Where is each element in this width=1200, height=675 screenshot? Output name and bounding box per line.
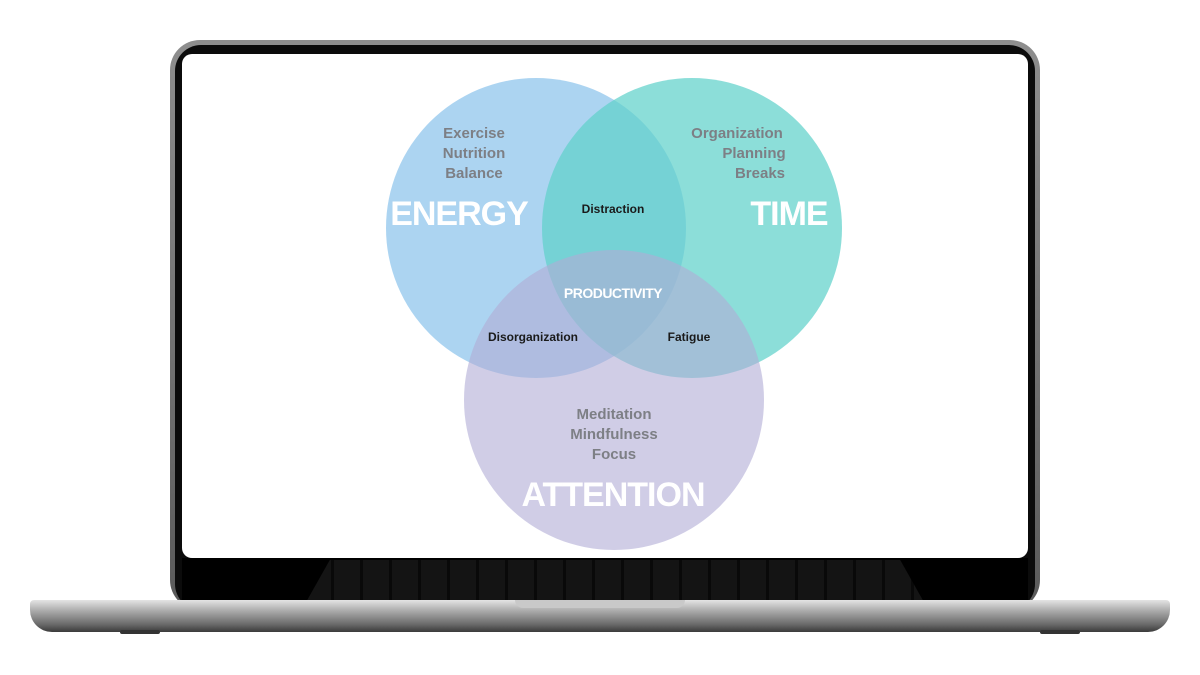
energy-title: ENERGY xyxy=(390,195,529,233)
attention-circle xyxy=(464,250,764,550)
laptop-foot-right xyxy=(1040,630,1080,634)
laptop-opening-notch xyxy=(515,600,685,608)
attention-title: ATTENTION xyxy=(521,476,704,514)
time-item-1: Organization xyxy=(691,125,783,142)
overlap-time-attention: Fatigue xyxy=(668,330,711,344)
keyboard-reflection xyxy=(305,560,925,604)
energy-item-2: Nutrition xyxy=(443,145,505,162)
laptop-foot-left xyxy=(120,630,160,634)
overlap-center-productivity: PRODUCTIVITY xyxy=(564,285,663,301)
energy-item-1: Exercise xyxy=(443,125,505,142)
time-item-2: Planning xyxy=(722,145,785,162)
attention-item-1: Meditation xyxy=(577,406,652,423)
energy-item-3: Balance xyxy=(445,165,503,182)
attention-item-2: Mindfulness xyxy=(570,426,658,443)
overlap-energy-attention: Disorganization xyxy=(488,330,578,344)
attention-item-3: Focus xyxy=(592,446,636,463)
time-item-3: Breaks xyxy=(735,165,785,182)
overlap-energy-time: Distraction xyxy=(582,202,645,216)
time-title: TIME xyxy=(750,195,828,233)
